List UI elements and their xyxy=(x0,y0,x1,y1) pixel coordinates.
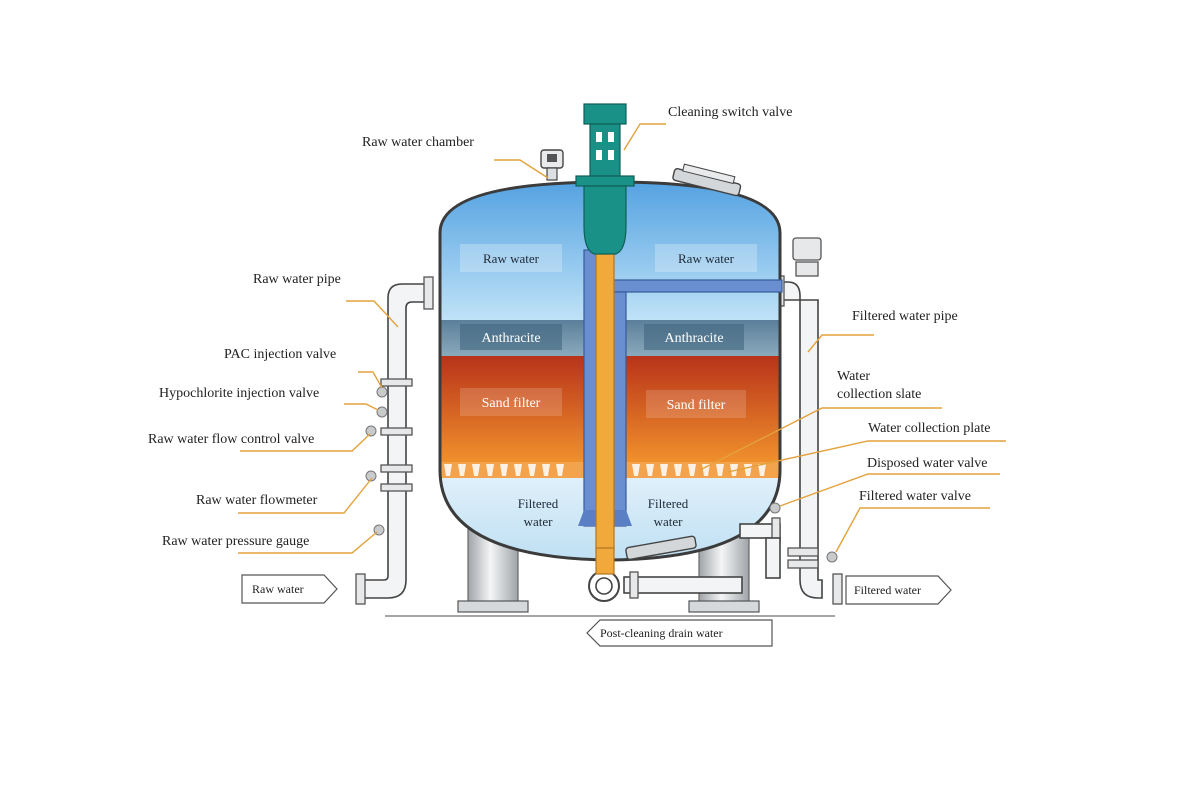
label-post-cleaning-drain: Post-cleaning drain water xyxy=(600,626,723,640)
center-pipe xyxy=(595,249,615,551)
collection-nozzle xyxy=(556,464,564,476)
label-water-collection-slate-2: collection slate xyxy=(837,387,921,402)
box-sand-filter-left xyxy=(460,388,562,416)
label-anthracite-right: Anthracite xyxy=(664,331,723,346)
box-anthracite-left xyxy=(460,324,562,350)
raw-water-pipe xyxy=(355,276,434,605)
label-raw-water-in: Raw water xyxy=(252,582,304,596)
label-filtered-right-2: water xyxy=(654,514,684,529)
pipe-flange-2 xyxy=(380,427,413,436)
pipe-top-cap xyxy=(795,261,819,277)
label-filtered-right-1: Filtered xyxy=(648,496,689,511)
drain-pipe xyxy=(588,547,743,602)
label-raw-water-flow-control-valve: Raw water flow control valve xyxy=(148,432,314,447)
label-filtered-left-1: Filtered xyxy=(518,496,559,511)
collection-nozzle xyxy=(528,464,536,476)
collection-nozzle xyxy=(472,464,480,476)
leader-lines xyxy=(238,123,1006,554)
filtered-valve-dot xyxy=(826,551,838,563)
label-filtered-water-valve: Filtered water valve xyxy=(859,489,971,504)
label-sand-filter-left: Sand filter xyxy=(482,396,541,411)
label-anthracite-left: Anthracite xyxy=(481,331,540,346)
pac-valve-dot xyxy=(376,386,388,398)
collection-nozzle xyxy=(758,464,766,476)
collection-nozzle xyxy=(542,464,550,476)
label-raw-water-chamber: Raw water chamber xyxy=(362,135,474,150)
label-raw-water-flowmeter: Raw water flowmeter xyxy=(196,493,318,508)
collection-nozzle xyxy=(632,464,640,476)
flowmeter-dot xyxy=(365,470,377,482)
pipe-flange-3 xyxy=(380,464,413,473)
label-hypochlorite-injection-valve: Hypochlorite injection valve xyxy=(159,386,319,401)
drain-water-arrow: Post-cleaning drain water xyxy=(586,619,773,647)
hypochlorite-valve-dot xyxy=(376,406,388,418)
manhole-hatch xyxy=(672,163,742,197)
collection-nozzles xyxy=(444,464,766,476)
collection-nozzle xyxy=(646,464,654,476)
box-sand-filter-right xyxy=(646,390,746,418)
air-vent-valve xyxy=(792,237,822,261)
collection-nozzle xyxy=(514,464,522,476)
collection-nozzle xyxy=(702,464,710,476)
label-disposed-water-valve: Disposed water valve xyxy=(867,456,988,471)
label-pac-injection-valve: PAC injection valve xyxy=(224,347,336,362)
label-cleaning-switch-valve: Cleaning switch valve xyxy=(668,105,792,120)
collection-nozzle xyxy=(674,464,682,476)
pipe-flange-4 xyxy=(380,483,413,492)
box-raw-water-right xyxy=(655,244,757,272)
box-raw-water-left xyxy=(460,244,562,272)
disposed-valve-dot xyxy=(769,502,781,514)
collection-nozzle xyxy=(688,464,696,476)
distributor-arm xyxy=(578,249,783,527)
label-filtered-water-pipe: Filtered water pipe xyxy=(852,309,958,324)
collection-nozzle xyxy=(716,464,724,476)
flow-control-valve-dot xyxy=(365,425,377,437)
collection-nozzle xyxy=(500,464,508,476)
label-raw-water-left: Raw water xyxy=(483,251,540,266)
label-filtered-left-2: water xyxy=(524,514,554,529)
collection-nozzle xyxy=(660,464,668,476)
label-raw-water-pipe: Raw water pipe xyxy=(253,272,341,287)
label-water-collection-plate: Water collection plate xyxy=(868,421,990,436)
label-raw-water-pressure-gauge: Raw water pressure gauge xyxy=(162,534,309,549)
filtered-water-outflow-arrow: Filtered water xyxy=(845,575,952,605)
bottom-hatch xyxy=(625,535,697,561)
cleaning-switch-valve xyxy=(575,103,635,255)
top-fitting xyxy=(540,149,564,181)
label-sand-filter-right: Sand filter xyxy=(667,398,726,413)
label-water-collection-slate-1: Water xyxy=(837,369,870,384)
box-anthracite-right xyxy=(644,324,744,350)
collection-nozzle xyxy=(444,464,452,476)
pipe-flange-1 xyxy=(380,378,413,387)
label-filtered-water-out: Filtered water xyxy=(854,583,921,597)
collection-nozzle xyxy=(486,464,494,476)
raw-water-inflow-arrow: Raw water xyxy=(241,574,338,604)
label-raw-water-right: Raw water xyxy=(678,251,735,266)
disposed-water-piping xyxy=(739,517,819,579)
collection-nozzle xyxy=(458,464,466,476)
